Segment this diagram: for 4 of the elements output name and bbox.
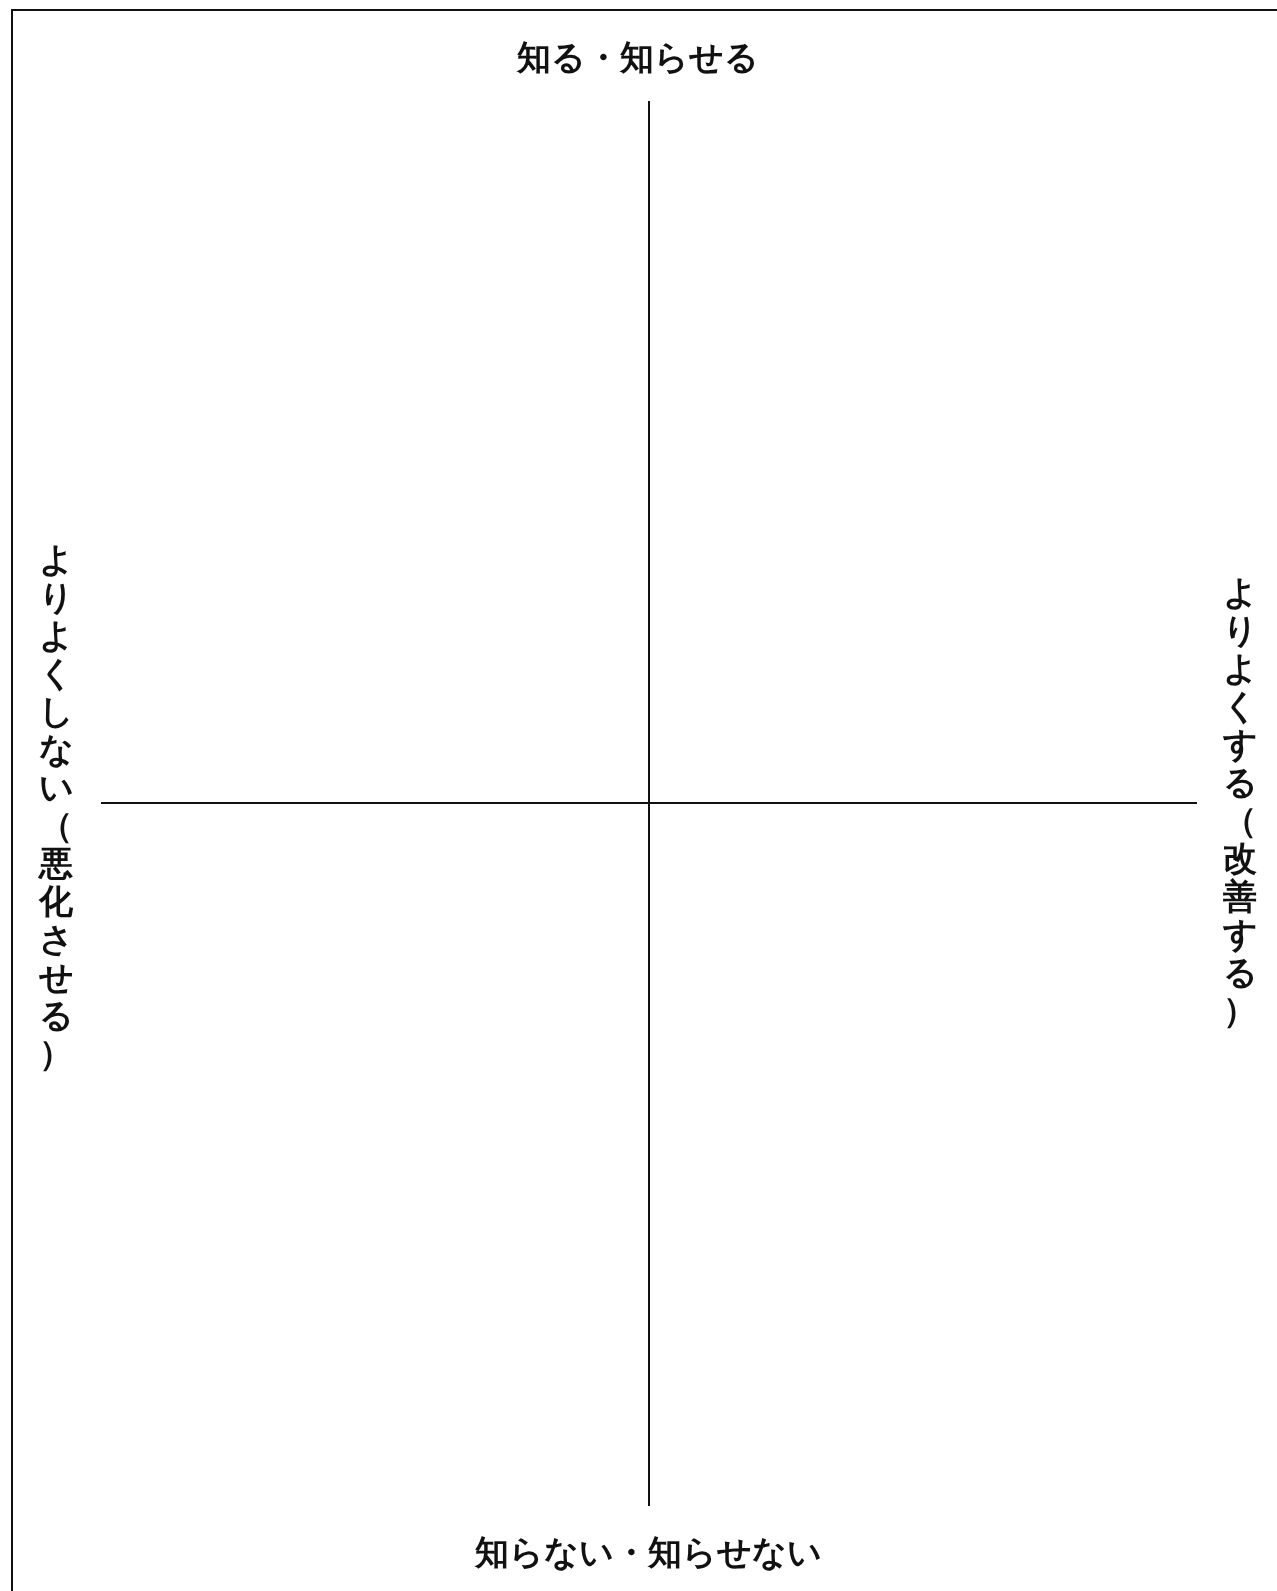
axis-label: よりよくする（改善する） (1222, 573, 1258, 1029)
axis-label: 知らない・知らせない (474, 1535, 822, 1569)
axis-label: よりよくしない（悪化させる） (38, 540, 74, 1072)
axis-label: 知る・知らせる (517, 40, 759, 74)
